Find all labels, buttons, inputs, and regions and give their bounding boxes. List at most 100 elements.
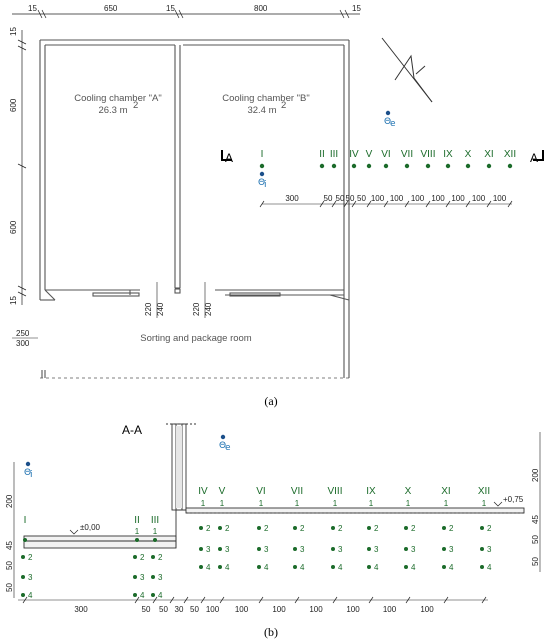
- section-depth-label: 3: [225, 545, 230, 554]
- section-depth-dot: [218, 565, 222, 569]
- plan-point-dot: [351, 163, 357, 169]
- section-bottom-tick: [405, 596, 411, 604]
- section-depth-dot: [442, 547, 446, 551]
- section-depth-dot: [151, 593, 155, 597]
- section-depth-label: 2: [158, 553, 163, 562]
- plan-spacing-label: 50: [357, 194, 366, 203]
- plan-point-III: III: [330, 149, 338, 169]
- section-depth-dot: [153, 538, 157, 542]
- section-depth-label: 4: [374, 563, 379, 572]
- left-dim-4: 15: [9, 296, 18, 305]
- section-left-dim-3: 50: [5, 561, 14, 570]
- svg-text:+0,75: +0,75: [503, 495, 524, 504]
- level-outside: +0,75: [493, 495, 524, 507]
- plan-spacing-tick: [445, 200, 451, 208]
- theta-e-marker: Θ e: [384, 110, 396, 129]
- section-depth-dot: [257, 547, 261, 551]
- section-depth-dot: [367, 547, 371, 551]
- plan-spacing-tick: [465, 200, 471, 208]
- section-depth-dot: [293, 547, 297, 551]
- door-dim-b1: 220: [192, 302, 201, 316]
- section-depth-label: 4: [411, 563, 416, 572]
- section-bottom-label: 100: [346, 605, 360, 614]
- section-bottom-tick: [332, 596, 338, 604]
- svg-text:Θ: Θ: [219, 441, 226, 451]
- door-dimension-lines: [156, 282, 206, 318]
- left-dim-1: 15: [9, 27, 18, 36]
- section-depth-dot: [23, 538, 27, 542]
- section-bottom-tick: [219, 596, 225, 604]
- plan-view: 15 650 15 800 15 15 600 600 15: [9, 4, 544, 379]
- section-mark-left: A: [221, 150, 233, 165]
- plan-point-VI: VI: [381, 149, 391, 169]
- caption-b: (b): [264, 625, 278, 639]
- left-dim-2: 600: [9, 98, 18, 112]
- section-depth-label: 1: [135, 527, 140, 536]
- top-dim-4: 800: [254, 4, 268, 13]
- plan-point-VII: VII: [401, 149, 413, 169]
- plan-point-dot: [331, 163, 337, 169]
- section-depth-dot: [133, 555, 137, 559]
- section-depth-dot: [257, 565, 261, 569]
- section-point-label: V: [219, 486, 226, 497]
- section-depth-label: 3: [374, 545, 379, 554]
- section-point-label: III: [151, 515, 159, 526]
- plan-point-dot: [425, 163, 431, 169]
- plan-spacing-tick: [351, 200, 357, 208]
- section-depth-label: 4: [206, 563, 211, 572]
- section-depth-label: 1: [295, 499, 300, 508]
- walls: [39, 39, 350, 378]
- plan-spacing-label: 300: [285, 194, 299, 203]
- top-dimension-chain: [12, 9, 360, 19]
- section-depth-dot: [133, 575, 137, 579]
- section-depth-label: 1: [406, 499, 411, 508]
- plan-point-I: I: [259, 149, 265, 169]
- section-point-label: X: [405, 486, 412, 497]
- section-point-label: XI: [441, 486, 450, 497]
- section-depth-label: 1: [369, 499, 374, 508]
- section-title: A-A: [122, 423, 142, 437]
- svg-text:i: i: [30, 470, 33, 480]
- plan-spacing-tick: [383, 200, 389, 208]
- plan-spacing-label: 100: [472, 194, 486, 203]
- svg-text:A: A: [530, 151, 538, 165]
- section-bottom-label: 100: [272, 605, 286, 614]
- section-depth-label: 2: [487, 524, 492, 533]
- section-depth-label: 4: [158, 591, 163, 600]
- section-depth-dot: [218, 526, 222, 530]
- north-arrow-icon: [381, 37, 433, 103]
- section-depth-dot: [151, 575, 155, 579]
- section-depth-label: 3: [487, 545, 492, 554]
- section-bottom-label: 300: [74, 605, 88, 614]
- section-depth-label: 1: [482, 499, 487, 508]
- plan-point-label: XII: [504, 149, 516, 160]
- section-depth-label: 1: [333, 499, 338, 508]
- section-bottom-label: 50: [142, 605, 151, 614]
- plan-point-IV: IV: [349, 149, 359, 169]
- svg-text:±0,00: ±0,00: [80, 523, 101, 532]
- plan-point-dot: [319, 163, 325, 169]
- top-dim-3: 15: [166, 4, 175, 13]
- section-right-dim-4: 50: [531, 557, 540, 566]
- left-small-dim-2: 300: [16, 339, 30, 348]
- section-bottom-tick: [258, 596, 264, 604]
- section-depth-label: 3: [264, 545, 269, 554]
- section-point-label: VIII: [327, 486, 342, 497]
- section-depth-label: 3: [206, 545, 211, 554]
- section-bottom-tick: [134, 596, 140, 604]
- section-depth-label: 4: [449, 563, 454, 572]
- plan-point-dot: [404, 163, 410, 169]
- plan-point-label: IX: [443, 149, 453, 160]
- section-depth-label: 3: [449, 545, 454, 554]
- section-bottom-tick: [22, 596, 28, 604]
- plan-spacing-tick: [507, 200, 513, 208]
- section-theta-e-marker: Θ e: [219, 434, 231, 453]
- section-bottom-label: 100: [420, 605, 434, 614]
